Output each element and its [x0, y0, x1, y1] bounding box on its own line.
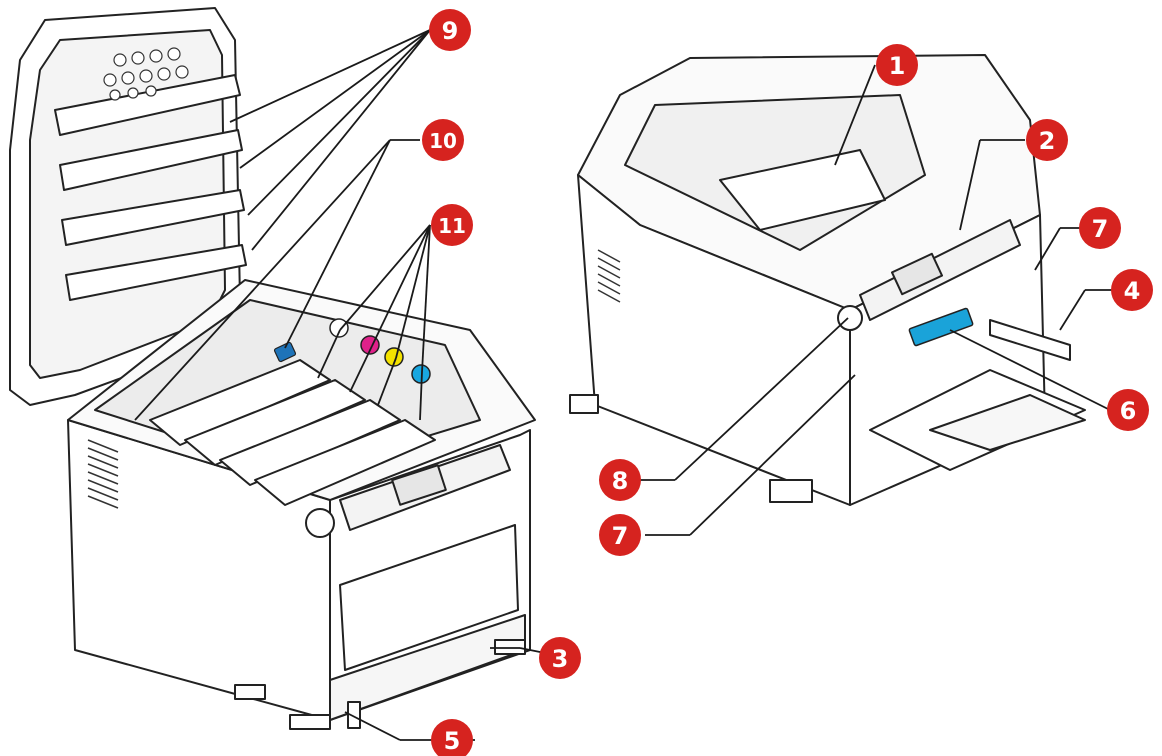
cover-perforation [103, 47, 189, 101]
callout-circle [1111, 269, 1153, 311]
callout-5: 5 [431, 719, 473, 756]
callout-7b: 7 [599, 514, 641, 556]
led-head [59, 129, 243, 191]
callout-number: 7 [1092, 215, 1109, 243]
cyan-release-lever [908, 307, 974, 347]
callout-number: 5 [444, 727, 461, 755]
callout-6: 6 [1107, 389, 1149, 431]
callout-number: 8 [612, 467, 629, 495]
callout-number: 9 [442, 17, 459, 45]
drum-units [149, 359, 436, 506]
drum-unit [254, 419, 436, 506]
callout-circle [599, 459, 641, 501]
callout-circle [422, 119, 464, 161]
power-button [305, 508, 335, 538]
output-flap [719, 149, 886, 231]
callout-circle [1107, 389, 1149, 431]
led-head [54, 74, 241, 136]
closed-side-vent [597, 249, 621, 303]
closed-printer [569, 54, 1086, 506]
side-vent [87, 439, 119, 509]
callout-9: 9 [429, 9, 471, 51]
foot [494, 639, 526, 655]
mp-tray-extension [929, 394, 1086, 451]
callout-circle [599, 514, 641, 556]
lcd-screen [391, 464, 447, 506]
callout-number: 11 [438, 214, 466, 238]
callout-number: 10 [429, 129, 457, 153]
callout-circle [876, 44, 918, 86]
callout-circle [1026, 119, 1068, 161]
callout-number: 6 [1120, 397, 1137, 425]
led-head-group [54, 74, 247, 301]
callout-circle [431, 719, 473, 756]
callout-3: 3 [539, 637, 581, 679]
callout-10: 10 [422, 119, 464, 161]
drum-unit [184, 379, 366, 466]
closed-lcd-screen [890, 252, 944, 296]
callout-2: 2 [1026, 119, 1068, 161]
callout-1: 1 [876, 44, 918, 86]
mp-tray-support [989, 319, 1071, 361]
callout-circle [431, 204, 473, 246]
callout-badges: 1 2 3 4 5 6 7 7 8 9 10 11 [422, 9, 1153, 756]
led-head [65, 244, 247, 301]
closed-power-button [837, 305, 863, 331]
callout-11: 11 [431, 204, 473, 246]
tray-paper-gauge [347, 701, 361, 729]
drum-unit [149, 359, 331, 446]
drum-unit [219, 399, 401, 486]
closed-foot [769, 479, 813, 503]
foot [234, 684, 266, 700]
blue-handle [273, 341, 297, 363]
closed-foot [569, 394, 599, 414]
leader-lines [134, 29, 1130, 741]
callout-number: 3 [552, 645, 569, 673]
callout-4: 4 [1111, 269, 1153, 311]
toner-dot-yellow [384, 347, 404, 367]
callout-number: 1 [889, 52, 906, 80]
led-head [61, 189, 245, 246]
callout-circle [1079, 207, 1121, 249]
open-printer [9, 7, 536, 730]
foot [289, 714, 331, 730]
callout-number: 7 [612, 522, 629, 550]
callout-circle [429, 9, 471, 51]
mp-tray-door [339, 524, 519, 671]
callout-circle [539, 637, 581, 679]
callout-7a: 7 [1079, 207, 1121, 249]
callout-8: 8 [599, 459, 641, 501]
callout-number: 4 [1124, 277, 1141, 305]
callout-number: 2 [1039, 127, 1056, 155]
toner-dot-white [329, 318, 349, 338]
